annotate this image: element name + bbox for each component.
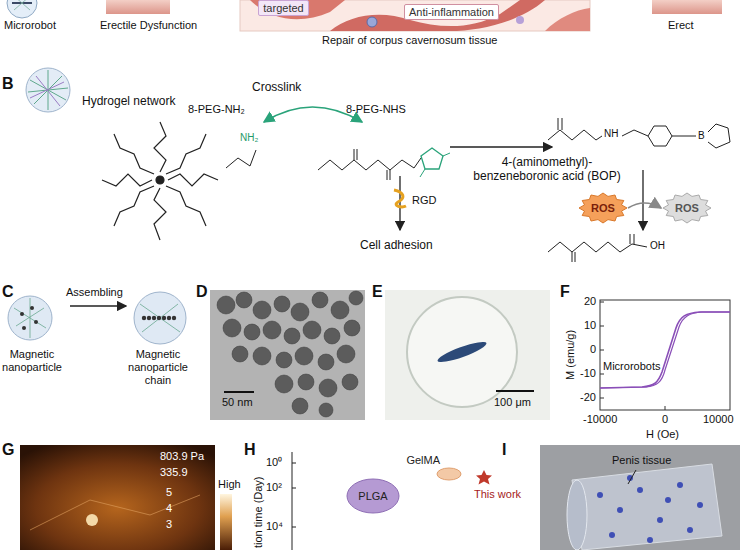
scale-label: 100 μm [494, 396, 531, 409]
annotation: Cell adhesion [360, 238, 433, 252]
axis-title: H (Oe) [646, 428, 679, 441]
acid-product [548, 234, 647, 262]
reaction-arrow [642, 170, 643, 230]
tag-box: targeted [258, 0, 309, 16]
annotation: Magnetic nanoparticle chain [118, 348, 198, 388]
annotation: Crosslink [252, 80, 301, 94]
tag-box: Anti-inflammation [404, 4, 499, 20]
material-ellipse: PLGA [346, 478, 400, 514]
node-text: ROS [591, 202, 615, 215]
reaction-connector [628, 203, 661, 208]
axis-tick: 0 [590, 343, 596, 356]
ros-burst: ROS [578, 192, 628, 224]
degradation-plot [292, 452, 492, 550]
atom-label: B [698, 130, 705, 142]
ros-burst: ROS [662, 192, 712, 224]
panel-letter: G [2, 440, 14, 459]
axis-tick: 10² [266, 481, 282, 494]
material-ellipse: GelMA [436, 467, 462, 481]
series-label: This work [474, 488, 521, 501]
axis-title: tion time (Day) [252, 476, 265, 548]
scale-label: 803.9 Pa [160, 450, 204, 463]
node-text: targeted [263, 2, 303, 15]
annotation: 4-(aminomethyl)- benzeneboronic acid (BO… [458, 155, 636, 184]
scale-label: 5 [166, 486, 172, 499]
axis-tick: 0 [662, 413, 668, 426]
node-text: Anti-inflammation [409, 6, 494, 19]
scale-label: 4 [166, 502, 172, 515]
panel-letter: H [244, 440, 256, 459]
peg-star [102, 122, 218, 240]
node-text: GelMA [406, 454, 440, 467]
amine-bond [226, 150, 256, 168]
caption-text: Microrobot [4, 19, 56, 32]
caption-text: Repair of corpus cavernosum tissue [322, 34, 497, 47]
reaction-arrow [450, 146, 552, 147]
node-text: ROS [675, 202, 699, 215]
panel-letter: B [2, 74, 14, 93]
assembly-sketch [8, 292, 186, 344]
annotation: Magnetic nanoparticle [0, 348, 64, 374]
nhs-ester [318, 148, 450, 180]
node-outline [436, 467, 462, 481]
node-text: PLGA [358, 490, 387, 503]
axis-tick: 10⁴ [266, 520, 283, 533]
axis-title: M (emu/g) [564, 330, 577, 380]
axis-tick: 10000 [703, 413, 734, 426]
axis-tick: -10000 [583, 413, 617, 426]
panel-letter: C [2, 282, 14, 301]
atom-label: NH [604, 128, 618, 140]
boronate-product [548, 118, 730, 148]
axis-tick: -10 [580, 367, 596, 380]
rgd-icon [394, 190, 406, 207]
microscope-image [385, 290, 550, 420]
axis-tick: -20 [580, 391, 596, 404]
axis-tick: 20 [584, 295, 596, 308]
axis-tick: 10⁰ [266, 456, 282, 469]
atom-label: OH [650, 240, 665, 252]
panel-letter: F [560, 282, 570, 301]
caption-text: Erectile Dysfunction [100, 19, 197, 32]
axis-tick: 10 [584, 319, 596, 332]
colorbar-label: High [218, 478, 241, 491]
panel-letter: D [196, 282, 208, 301]
annotation: RGD [412, 194, 436, 207]
hysteresis-plot [600, 300, 730, 410]
annotation: Assembling [66, 286, 123, 299]
series-label: Microrobots [603, 360, 660, 373]
hydrogel-icon [26, 68, 70, 112]
tem-image [210, 290, 365, 420]
annotation: Hydrogel network [82, 94, 175, 108]
scale-label: 335.9 [160, 466, 188, 479]
caption-text: Erect [668, 19, 694, 32]
panel-letter: E [372, 282, 383, 301]
tissue-render [540, 445, 740, 550]
scale-label: 3 [166, 518, 172, 531]
annotation: 8-PEG-NHS [346, 103, 406, 116]
atom-label: NH₂ [240, 132, 258, 144]
annotation: 8-PEG-NH₂ [188, 103, 245, 116]
panel-letter: I [502, 440, 506, 459]
reaction-arrow [399, 176, 400, 230]
annotation: Penis tissue [612, 454, 671, 467]
afm-image [20, 445, 232, 550]
scale-label: 50 nm [222, 396, 253, 409]
